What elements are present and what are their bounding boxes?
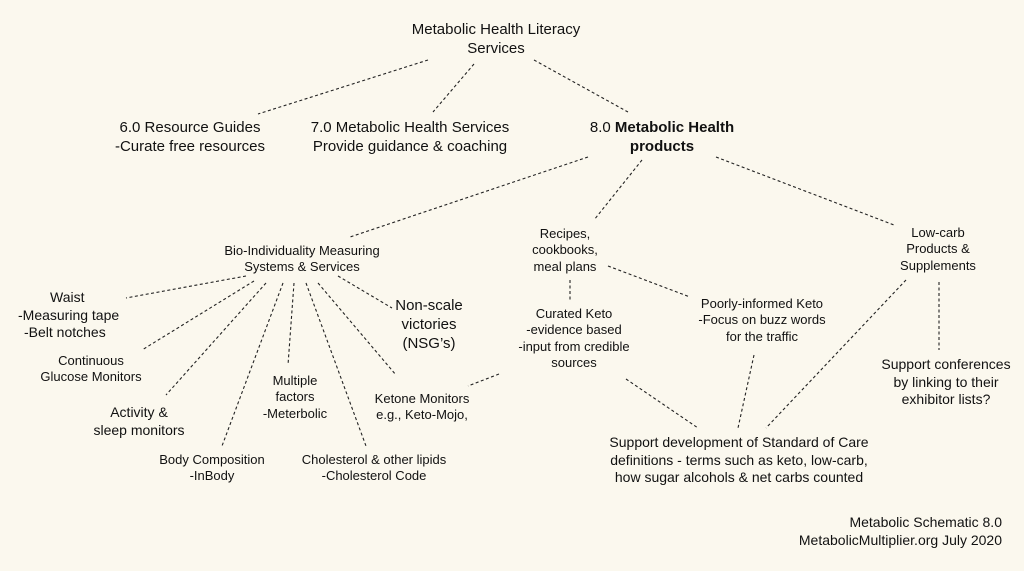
edge-products-bio [349, 156, 589, 238]
node-line: -Belt notches [24, 324, 106, 340]
edge-bio-bodycomp [221, 282, 284, 447]
node-line: Support conferences [881, 356, 1011, 372]
node-line: Activity & [110, 404, 168, 420]
node-support-conferences: Support conferences by linking to their … [881, 356, 1010, 409]
node-line: for the traffic [725, 328, 799, 344]
node-waist: Waist -Measuring tape -Belt notches [18, 289, 119, 342]
node-line: Curated Keto [535, 306, 613, 321]
node-line: Ketone Monitors [374, 391, 470, 406]
node-line: by linking to their [893, 373, 999, 390]
node-recipes: Recipes, cookbooks, meal plans [532, 226, 598, 275]
node-line: meal plans [533, 258, 597, 274]
node-body-composition: Body Composition -InBody [159, 452, 265, 485]
node-multiple-factors: Multiple factors -Meterbolic [263, 373, 327, 422]
node-bio-individuality: Bio-Individuality Measuring Systems & Se… [224, 243, 379, 276]
node-line: Services [467, 39, 525, 57]
edge-products-recipes [593, 159, 643, 221]
edge-bio-cholesterol [305, 282, 367, 447]
edge-curated-ketone [467, 373, 500, 387]
node-line: Cholesterol & other lipids [301, 452, 447, 467]
node-resource-guides: 6.0 Resource Guides -Curate free resourc… [115, 119, 265, 157]
node-line: how sugar alcohols & net carbs counted [614, 469, 864, 485]
edge-bio-cgm [141, 280, 255, 351]
node-line: -input from credible [518, 338, 630, 354]
node-line: Glucose Monitors [40, 369, 142, 385]
edge-products-lowcarb [715, 156, 895, 226]
node-line: exhibitor lists? [901, 391, 991, 407]
node-line: Systems & Services [244, 259, 360, 275]
node-standard-of-care: Support development of Standard of Care … [609, 434, 868, 487]
node-line: products [590, 138, 734, 157]
edge-bio-multiple [287, 282, 295, 366]
node-poorly-informed-keto: Poorly-informed Keto -Focus on buzz word… [698, 296, 825, 345]
node-line: 7.0 Metabolic Health Services [310, 119, 510, 136]
node-line: Non-scale [395, 297, 463, 314]
edge-bio-waist [125, 275, 247, 299]
node-metabolic-health-literacy-services: Metabolic Health Literacy Services [412, 21, 580, 59]
node-line: -Curate free resources [114, 137, 266, 155]
footer-line: MetabolicMultiplier.org July 2020 [798, 531, 1002, 548]
edge-root-resource [257, 59, 429, 115]
node-line: 6.0 Resource Guides [119, 119, 261, 136]
node-line: Poorly-informed Keto [700, 296, 824, 311]
node-line: -Measuring tape [18, 306, 120, 323]
node-line: Recipes, [539, 226, 591, 241]
footer-line: Metabolic Schematic 8.0 [849, 514, 1002, 530]
edge-curated-standard [625, 378, 699, 429]
node-line: Metabolic Health Literacy [411, 21, 581, 38]
node-ketone-monitors: Ketone Monitors e.g., Keto-Mojo, [375, 391, 470, 424]
node-continuous-glucose-monitors: Continuous Glucose Monitors [40, 353, 141, 386]
edge-bio-nsv [337, 275, 393, 309]
edge-poor-standard [737, 354, 755, 429]
node-line: Supplements [900, 257, 976, 273]
node-line: Products & [906, 241, 970, 257]
node-line: Waist [50, 289, 85, 305]
node-metabolic-health-services: 7.0 Metabolic Health Services Provide gu… [311, 119, 509, 157]
products-prefix: 8.0 [589, 119, 615, 136]
node-line: -Meterbolic [262, 405, 328, 421]
footer-caption: Metabolic Schematic 8.0 MetabolicMultipl… [799, 514, 1002, 549]
node-line: -Focus on buzz words [698, 312, 826, 328]
node-line: victories [401, 315, 457, 333]
node-line: Continuous [58, 353, 124, 368]
node-line: Support development of Standard of Care [609, 434, 869, 450]
node-line: e.g., Keto-Mojo, [376, 407, 468, 423]
edge-lowcarb-standard [765, 279, 907, 429]
edge-bio-activity [165, 282, 267, 396]
node-line: (NSG’s) [402, 334, 456, 352]
node-line: Low-carb [911, 225, 965, 240]
node-line: sleep monitors [93, 421, 185, 438]
node-line: factors [275, 389, 315, 405]
node-cholesterol: Cholesterol & other lipids -Cholesterol … [302, 452, 447, 485]
node-line: Multiple [272, 373, 318, 388]
node-line: -evidence based [526, 322, 622, 338]
node-non-scale-victories: Non-scale victories (NSG’s) [395, 297, 463, 353]
products-bold-1: Metabolic Health [614, 119, 735, 136]
node-line: Provide guidance & coaching [312, 137, 508, 155]
node-line: sources [551, 354, 597, 370]
node-line: -Cholesterol Code [321, 468, 427, 484]
edge-recipes-poor [607, 265, 691, 298]
node-line: cookbooks, [532, 242, 598, 258]
edge-bio-ketone [317, 282, 397, 376]
node-curated-keto: Curated Keto -evidence based -input from… [518, 306, 629, 371]
node-metabolic-health-products: 8.0 Metabolic Health products [590, 119, 734, 157]
node-line: -InBody [189, 468, 235, 484]
node-line: Body Composition [159, 452, 265, 467]
edge-root-services [432, 63, 475, 113]
node-activity-sleep-monitors: Activity & sleep monitors [93, 404, 184, 439]
node-line: 8.0 Metabolic Health [590, 119, 734, 138]
edge-root-products [533, 59, 629, 113]
node-line: definitions - terms such as keto, low-ca… [610, 451, 868, 468]
products-bold-2: products [629, 137, 695, 155]
node-line: Bio-Individuality Measuring [224, 243, 380, 258]
node-lowcarb-products: Low-carb Products & Supplements [900, 225, 976, 274]
